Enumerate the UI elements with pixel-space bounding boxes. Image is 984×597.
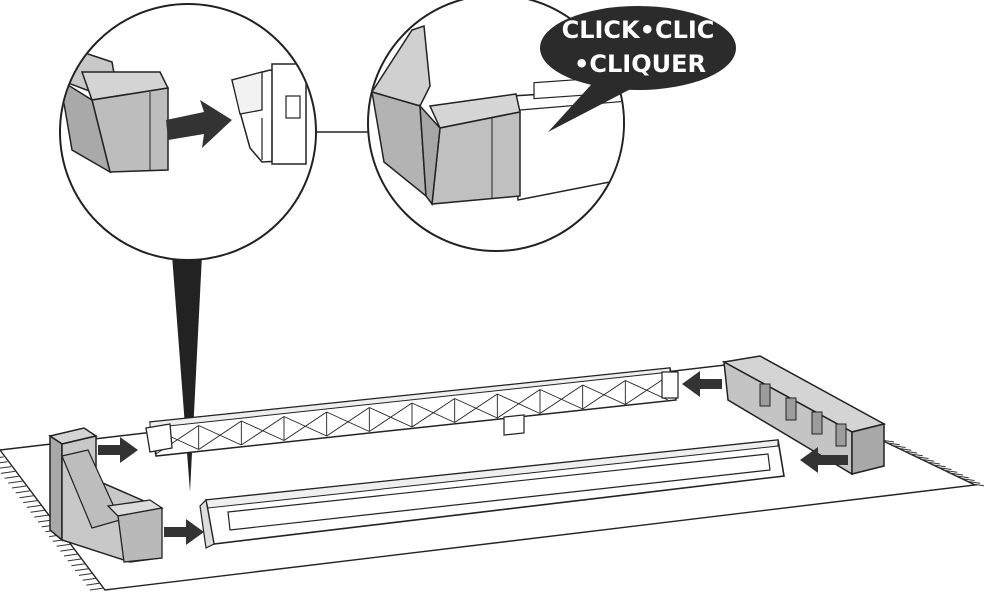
zoom-circle-right: CLICK•CLIC •CLIQUER bbox=[367, 0, 736, 252]
hatch-mark bbox=[78, 572, 93, 576]
hatch-mark bbox=[11, 485, 27, 489]
lattice-segment bbox=[240, 416, 285, 446]
hatch-mark bbox=[82, 577, 97, 581]
hatch-mark bbox=[0, 466, 12, 469]
hatch-mark bbox=[966, 480, 981, 484]
hatch-mark bbox=[89, 587, 105, 591]
hatch-mark bbox=[885, 442, 900, 446]
hatch-mark bbox=[0, 470, 15, 474]
hatch-mark bbox=[902, 450, 918, 454]
lattice-segment bbox=[539, 384, 583, 414]
hatch-mark bbox=[960, 478, 975, 481]
right-corner-bracket bbox=[721, 355, 887, 476]
hatch-mark bbox=[26, 504, 41, 508]
hatch-mark bbox=[943, 469, 958, 473]
hatch-mark bbox=[19, 495, 34, 499]
lattice-segment bbox=[496, 389, 541, 419]
hatch-mark bbox=[908, 453, 923, 457]
back-lattice-rail bbox=[145, 367, 679, 457]
lattice-segment bbox=[454, 393, 498, 423]
hatch-mark bbox=[67, 558, 82, 562]
lattice-segment bbox=[582, 380, 626, 410]
lattice-segment bbox=[283, 411, 327, 441]
front-rail bbox=[199, 414, 785, 549]
lattice-segment bbox=[198, 420, 242, 450]
lattice-segment bbox=[368, 402, 413, 432]
hatch-mark bbox=[4, 475, 19, 479]
right-arrow-icon bbox=[164, 519, 204, 545]
hatch-mark bbox=[914, 456, 929, 459]
right-arrow-icon bbox=[166, 100, 232, 148]
hatch-mark bbox=[954, 475, 969, 479]
callout-line-1: CLICK•CLIC bbox=[562, 16, 715, 44]
hatch-mark bbox=[71, 563, 86, 567]
right-arrow-icon bbox=[98, 437, 138, 463]
callout-line-2: •CLIQUER bbox=[574, 50, 706, 78]
corner-piece-closeup bbox=[61, 51, 170, 174]
right-arrow-icon bbox=[682, 371, 722, 397]
lattice-segment bbox=[326, 407, 370, 437]
hatch-mark bbox=[931, 464, 946, 468]
hatch-mark bbox=[60, 548, 75, 552]
hatch-mark bbox=[63, 553, 79, 557]
left-corner-bracket bbox=[48, 427, 164, 563]
hatch-mark bbox=[15, 490, 30, 494]
assembly-arrows bbox=[98, 371, 848, 545]
lattice-segment bbox=[411, 398, 455, 428]
hatch-mark bbox=[34, 514, 49, 518]
hatch-mark bbox=[75, 568, 90, 572]
hatch-mark bbox=[86, 582, 101, 586]
hatch-mark bbox=[948, 472, 964, 476]
click-callout: CLICK•CLIC •CLIQUER bbox=[540, 6, 736, 132]
hatch-mark bbox=[937, 467, 952, 470]
hatch-mark bbox=[920, 458, 935, 462]
zoom-circle-left bbox=[59, 3, 317, 492]
hatch-mark bbox=[56, 543, 71, 547]
hatch-mark bbox=[0, 461, 8, 464]
hatch-mark bbox=[897, 447, 912, 451]
hatch-mark bbox=[925, 461, 941, 465]
rail-end-closeup bbox=[231, 63, 307, 165]
right-arrow-icon bbox=[800, 447, 848, 473]
lattice-segment bbox=[624, 375, 669, 405]
hatch-mark bbox=[8, 480, 23, 484]
hatch-mark bbox=[0, 456, 4, 458]
hatch-mark bbox=[891, 445, 906, 448]
hatch-mark bbox=[23, 500, 38, 504]
hatch-mark bbox=[30, 509, 45, 513]
